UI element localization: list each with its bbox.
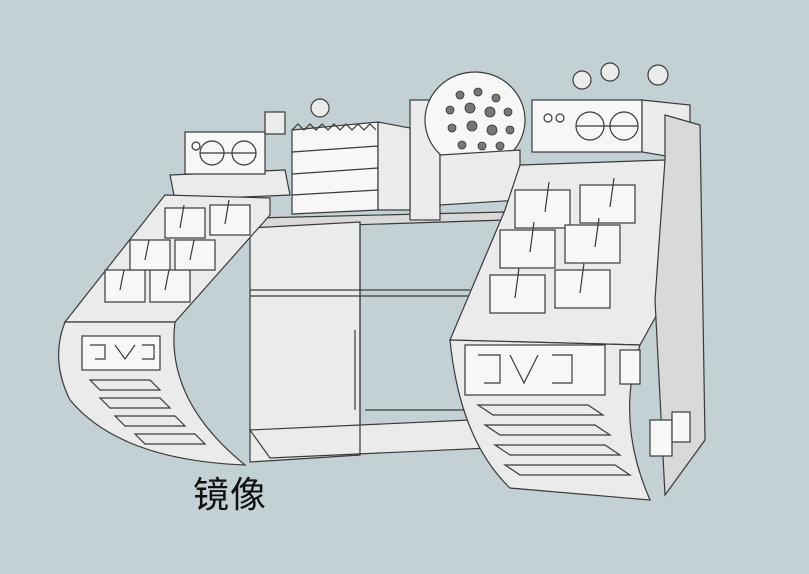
right-track-icon [449, 114, 706, 501]
sensor-module-icon [169, 98, 330, 201]
mirror-caption: 镜像 [193, 475, 268, 516]
fan-disc-icon [409, 71, 526, 221]
chassis-frame-icon [248, 211, 506, 463]
gearbox-panel-icon [291, 121, 411, 215]
left-track-icon [58, 194, 271, 466]
